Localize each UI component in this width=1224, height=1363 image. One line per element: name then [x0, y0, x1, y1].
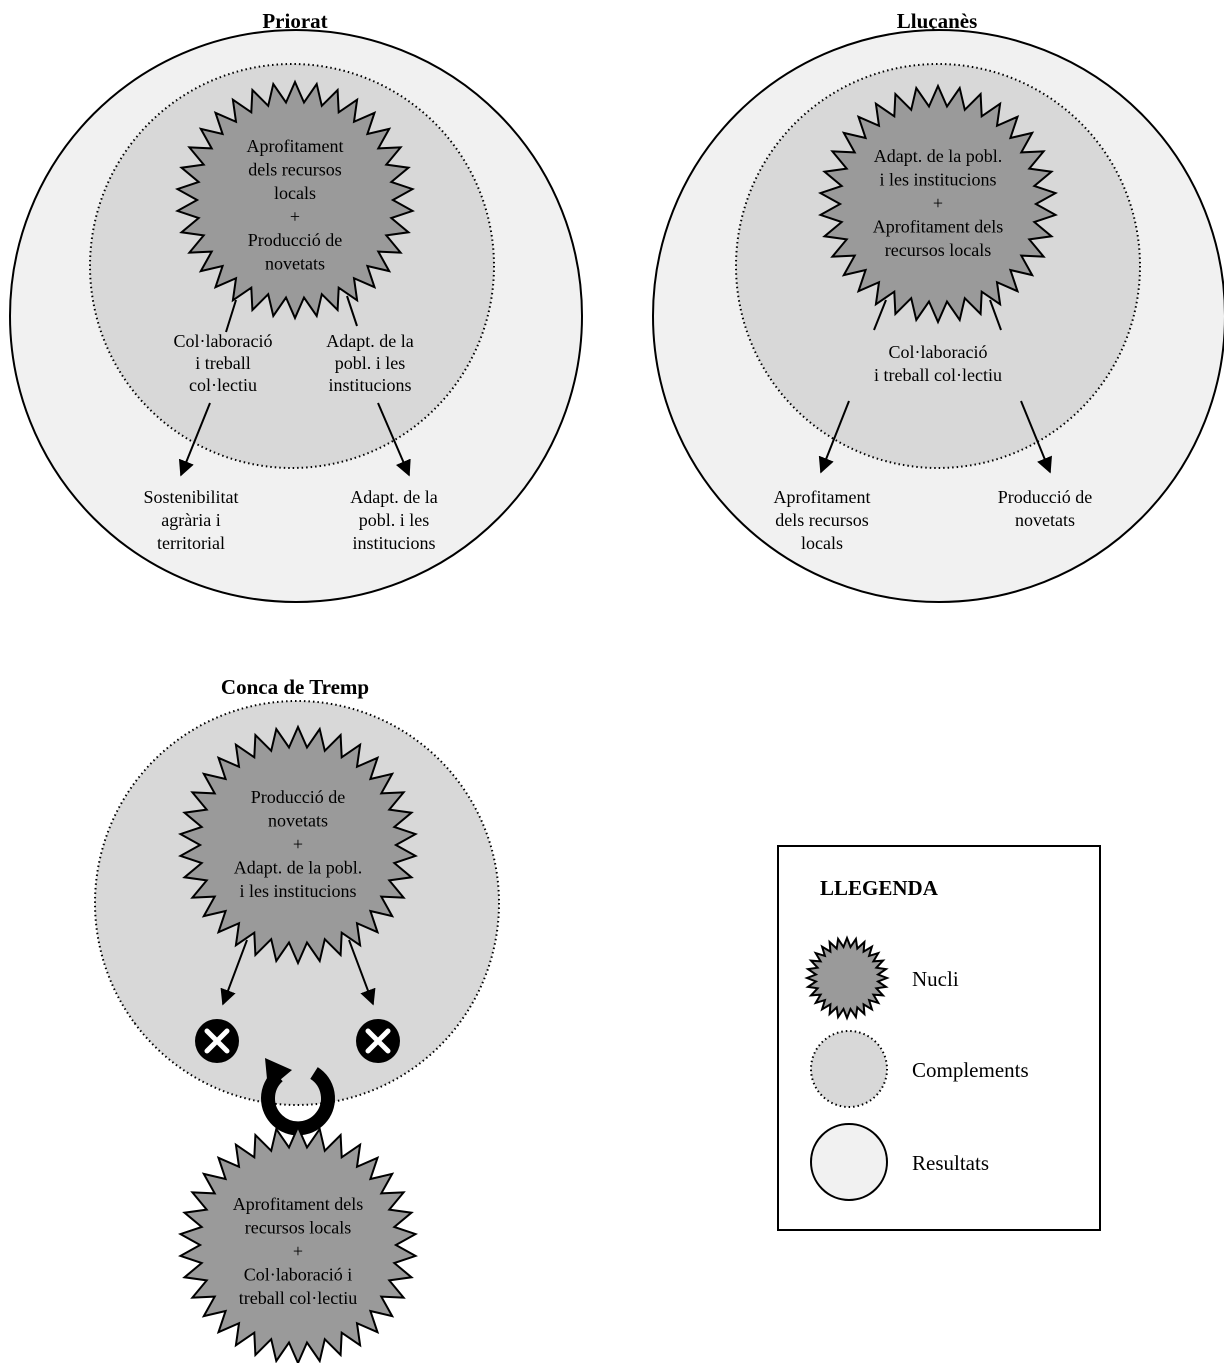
text-line: i les institucions [240, 881, 357, 901]
text-line: dels recursos [248, 160, 341, 180]
llucanes-line-right [989, 299, 1002, 331]
text-line: novetats [265, 254, 325, 274]
text-line: Aprofitament dels [233, 1194, 363, 1214]
conca-lower-nucleus-starburst [178, 1124, 418, 1363]
complements-dotted-circle-icon [810, 1030, 888, 1108]
conca-lower-nucleus-text: Aprofitament dels recursos locals + Col·lab… [233, 1194, 363, 1308]
conca-arrow-left [220, 939, 248, 1006]
priorat-nucleus-starburst [175, 79, 415, 321]
priorat-result-left-text: Sostenibilitat agrària i territorial [143, 487, 238, 553]
llucanes-arrow-to-result-right [1020, 400, 1052, 474]
legend: LLEGENDA Nucli Complements Resultats [777, 845, 1101, 1231]
text-line: Adapt. de la pobl. [234, 858, 362, 878]
text-line: Adapt. de la [350, 487, 437, 507]
nucleus-starburst-icon [804, 935, 890, 1021]
text-line: i les institucions [880, 170, 997, 190]
text-line: Aprofitament dels [873, 217, 1003, 237]
text-line: Producció de [248, 230, 342, 250]
text-line: Col·laboració i [244, 1265, 352, 1285]
priorat-arrow-to-result-left [178, 402, 211, 477]
priorat-arrow-left [225, 299, 237, 333]
text-line: i treball [195, 353, 250, 373]
llucanes-arrow-to-result-left [818, 400, 850, 474]
text-line: Adapt. de la [326, 331, 413, 351]
text-line: novetats [1015, 510, 1075, 530]
text-line: locals [801, 533, 843, 553]
text-line: pobl. i les [359, 510, 430, 530]
text-line: + [293, 1241, 303, 1261]
text-line: institucions [328, 375, 411, 395]
legend-label-complements: Complements [912, 1058, 1029, 1082]
conca-panel: Conca de Tremp Producció de novetats + Adap… [94, 675, 500, 1363]
text-line: i treball col·lectiu [874, 365, 1002, 385]
priorat-title: Priorat [262, 9, 327, 33]
text-line: Adapt. de la pobl. [874, 146, 1002, 166]
legend-label-resultats: Resultats [912, 1151, 989, 1175]
text-line: agrària i [161, 510, 220, 530]
priorat-arrow-to-result-right [377, 402, 411, 477]
text-line: dels recursos [775, 510, 868, 530]
text-line: Sostenibilitat [143, 487, 238, 507]
priorat-arrow-right [346, 295, 358, 327]
text-line: institucions [352, 533, 435, 553]
text-line: + [290, 207, 300, 227]
conca-arrow-right [348, 939, 376, 1006]
text-line: recursos locals [245, 1218, 351, 1238]
priorat-panel: Priorat Aprofitament dels recursos locals +… [9, 9, 583, 603]
text-line: novetats [268, 811, 328, 831]
text-line: Aprofitament [774, 487, 871, 507]
text-line: + [933, 193, 943, 213]
conca-title: Conca de Tremp [221, 675, 369, 699]
text-line: Producció de [998, 487, 1092, 507]
llucanes-result-left-text: Aprofitament dels recursos locals [774, 487, 871, 553]
text-line: Producció de [251, 787, 345, 807]
priorat-result-right-text: Adapt. de la pobl. i les institucions [350, 487, 437, 553]
results-circle-icon [810, 1123, 888, 1201]
legend-label-nucli: Nucli [912, 967, 959, 991]
text-line: col·lectiu [189, 375, 257, 395]
legend-title: LLEGENDA [820, 876, 939, 900]
llucanes-nucleus-starburst [818, 83, 1058, 325]
text-line: pobl. i les [335, 353, 406, 373]
blocked-x-icon [356, 1019, 400, 1063]
text-line: territorial [157, 533, 225, 553]
text-line: + [293, 834, 303, 854]
cycle-arrow-icon [261, 1058, 335, 1136]
text-line: locals [274, 183, 316, 203]
conca-nucleus-starburst [178, 724, 418, 966]
text-line: recursos locals [885, 240, 991, 260]
llucanes-result-right-text: Producció de novetats [998, 487, 1092, 530]
llucanes-nucleus-text: Adapt. de la pobl. i les institucions + Apr… [873, 146, 1003, 260]
llucanes-complement-text: Col·laboració i treball col·lectiu [874, 342, 1002, 385]
text-line: Aprofitament [247, 136, 344, 156]
llucanes-line-left [873, 299, 887, 331]
text-line: Col·laboració [889, 342, 988, 362]
llucanes-title: Lluçanès [897, 9, 978, 33]
blocked-x-icon [195, 1019, 239, 1063]
text-line: treball col·lectiu [239, 1288, 357, 1308]
priorat-nucleus-text: Aprofitament dels recursos locals + Producci… [247, 136, 344, 274]
text-line: Col·laboració [174, 331, 273, 351]
conca-nucleus-text: Producció de novetats + Adapt. de la pobl. i… [234, 787, 362, 901]
llucanes-panel: Lluçanès Adapt. de la pobl. i les institu… [652, 9, 1224, 603]
